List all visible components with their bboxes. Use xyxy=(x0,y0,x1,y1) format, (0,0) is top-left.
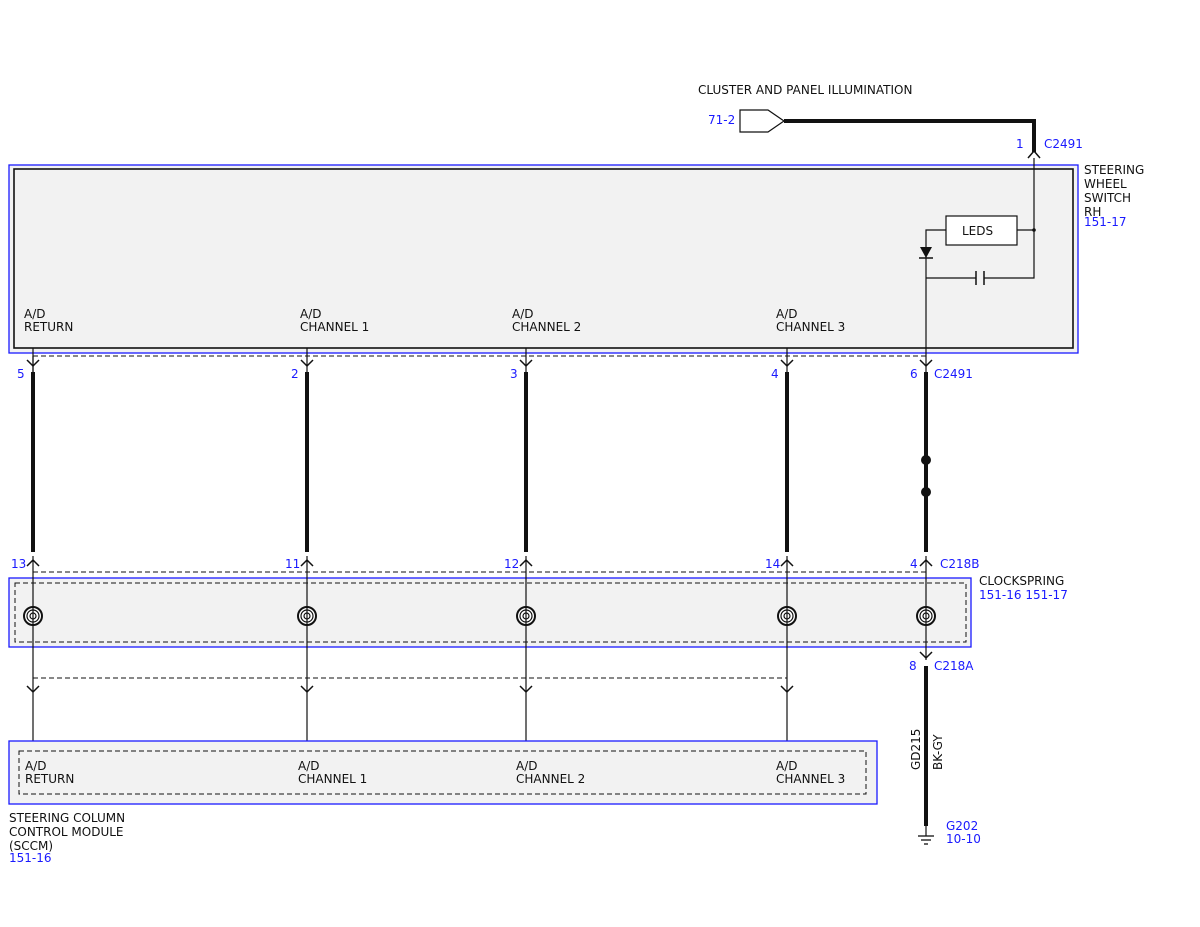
c218a-pin-icon xyxy=(919,651,933,660)
sws-pin-label-ch1-2: CHANNEL 1 xyxy=(300,320,369,334)
c218b-pins: 13 11 12 14 4 xyxy=(11,557,933,571)
sws-pin-label-ch2-2: CHANNEL 2 xyxy=(512,320,581,334)
sccm-pin-label-ch2-1: A/D xyxy=(516,759,538,773)
c2491-label: C2491 xyxy=(934,367,973,381)
illumination-wire xyxy=(784,119,1036,152)
sccm-pin-label-return-2: RETURN xyxy=(25,772,74,786)
leds-box xyxy=(945,215,1018,246)
sccm-pin-label-ch3-2: CHANNEL 3 xyxy=(776,772,845,786)
c218b-pin-number: 11 xyxy=(285,557,300,571)
c218b-pin-number: 14 xyxy=(765,557,780,571)
c2491-pin-number: 3 xyxy=(510,367,518,381)
c2491-pin-number: 5 xyxy=(17,367,25,381)
ground-name: G202 xyxy=(946,819,978,833)
sccm-pin-label-ch1-2: CHANNEL 1 xyxy=(298,772,367,786)
source-ref[interactable]: 71-2 xyxy=(708,113,735,127)
sccm-connector-pins xyxy=(26,685,794,694)
clockspring-refs[interactable]: 151-16 151-17 xyxy=(979,588,1068,602)
c218a-label: C218A xyxy=(934,659,974,673)
leds-label: LEDS xyxy=(962,224,993,238)
c218a-pin-number: 8 xyxy=(909,659,917,673)
c2491-pins: 5 2 3 4 6 xyxy=(17,359,933,381)
sws-ref[interactable]: 151-17 xyxy=(1084,215,1127,229)
sws-name-line-1: STEERING xyxy=(1084,163,1144,177)
sws-name-line-4: RH xyxy=(1084,205,1101,219)
sccm-frame xyxy=(8,740,878,805)
c218b-pin-number: 12 xyxy=(504,557,519,571)
connector-flag-icon xyxy=(739,109,786,133)
ground-icon xyxy=(918,826,934,845)
sws-pin-label-ch2-1: A/D xyxy=(512,307,534,321)
c218b-pin-number: 4 xyxy=(910,557,918,571)
sccm-ref[interactable]: 151-16 xyxy=(9,851,52,865)
sccm-pin-label-ch2-2: CHANNEL 2 xyxy=(516,772,585,786)
c2491-top-label: C2491 xyxy=(1044,137,1083,151)
led-return-wire xyxy=(925,229,946,372)
c2491-pin-chevron-icon xyxy=(919,359,933,368)
sws-pin-label-ch1-1: A/D xyxy=(300,307,322,321)
ground-wire-color: BK-GY xyxy=(931,734,945,770)
diode-icon xyxy=(920,247,932,258)
sws-name-line-2: WHEEL xyxy=(1084,177,1127,191)
top-pin-number: 1 xyxy=(1016,137,1024,151)
sws-name-line-3: SWITCH xyxy=(1084,191,1131,205)
sccm-wires xyxy=(32,556,788,752)
sws-pin-label-return-1: A/D xyxy=(24,307,46,321)
sccm-pin-label-ch1-1: A/D xyxy=(298,759,320,773)
harness-wires xyxy=(31,348,928,552)
led-internal-wire xyxy=(984,158,1035,279)
ground-wire-circuit: GD215 xyxy=(909,729,923,770)
sccm-pin-label-return-1: A/D xyxy=(25,759,47,773)
splice-dot-icon xyxy=(921,487,931,497)
sws-pin-label-ch3-1: A/D xyxy=(776,307,798,321)
diagram-title: CLUSTER AND PANEL ILLUMINATION xyxy=(698,83,912,97)
ground-ref[interactable]: 10-10 xyxy=(946,832,981,846)
sws-pin-label-ch3-2: CHANNEL 3 xyxy=(776,320,845,334)
c218b-pin-number: 13 xyxy=(11,557,26,571)
c218b-label: C218B xyxy=(940,557,980,571)
sccm-name-line-2: CONTROL MODULE xyxy=(9,825,124,839)
sccm-pin-label-ch3-1: A/D xyxy=(776,759,798,773)
splice-dot-icon xyxy=(921,455,931,465)
c2491-pin-number: 4 xyxy=(771,367,779,381)
c2491-pin-number: 6 xyxy=(910,367,918,381)
c2491-pin-number: 2 xyxy=(291,367,299,381)
steering-wheel-switch-body xyxy=(13,168,1074,349)
clockspring-name: CLOCKSPRING xyxy=(979,574,1064,588)
sws-pin-label-return-2: RETURN xyxy=(24,320,73,334)
sccm-name-line-3: (SCCM) xyxy=(9,839,53,853)
clockspring-frame xyxy=(8,577,972,648)
pin-chevron-icon xyxy=(1027,149,1041,159)
sccm-name-line-1: STEERING COLUMN xyxy=(9,811,125,825)
